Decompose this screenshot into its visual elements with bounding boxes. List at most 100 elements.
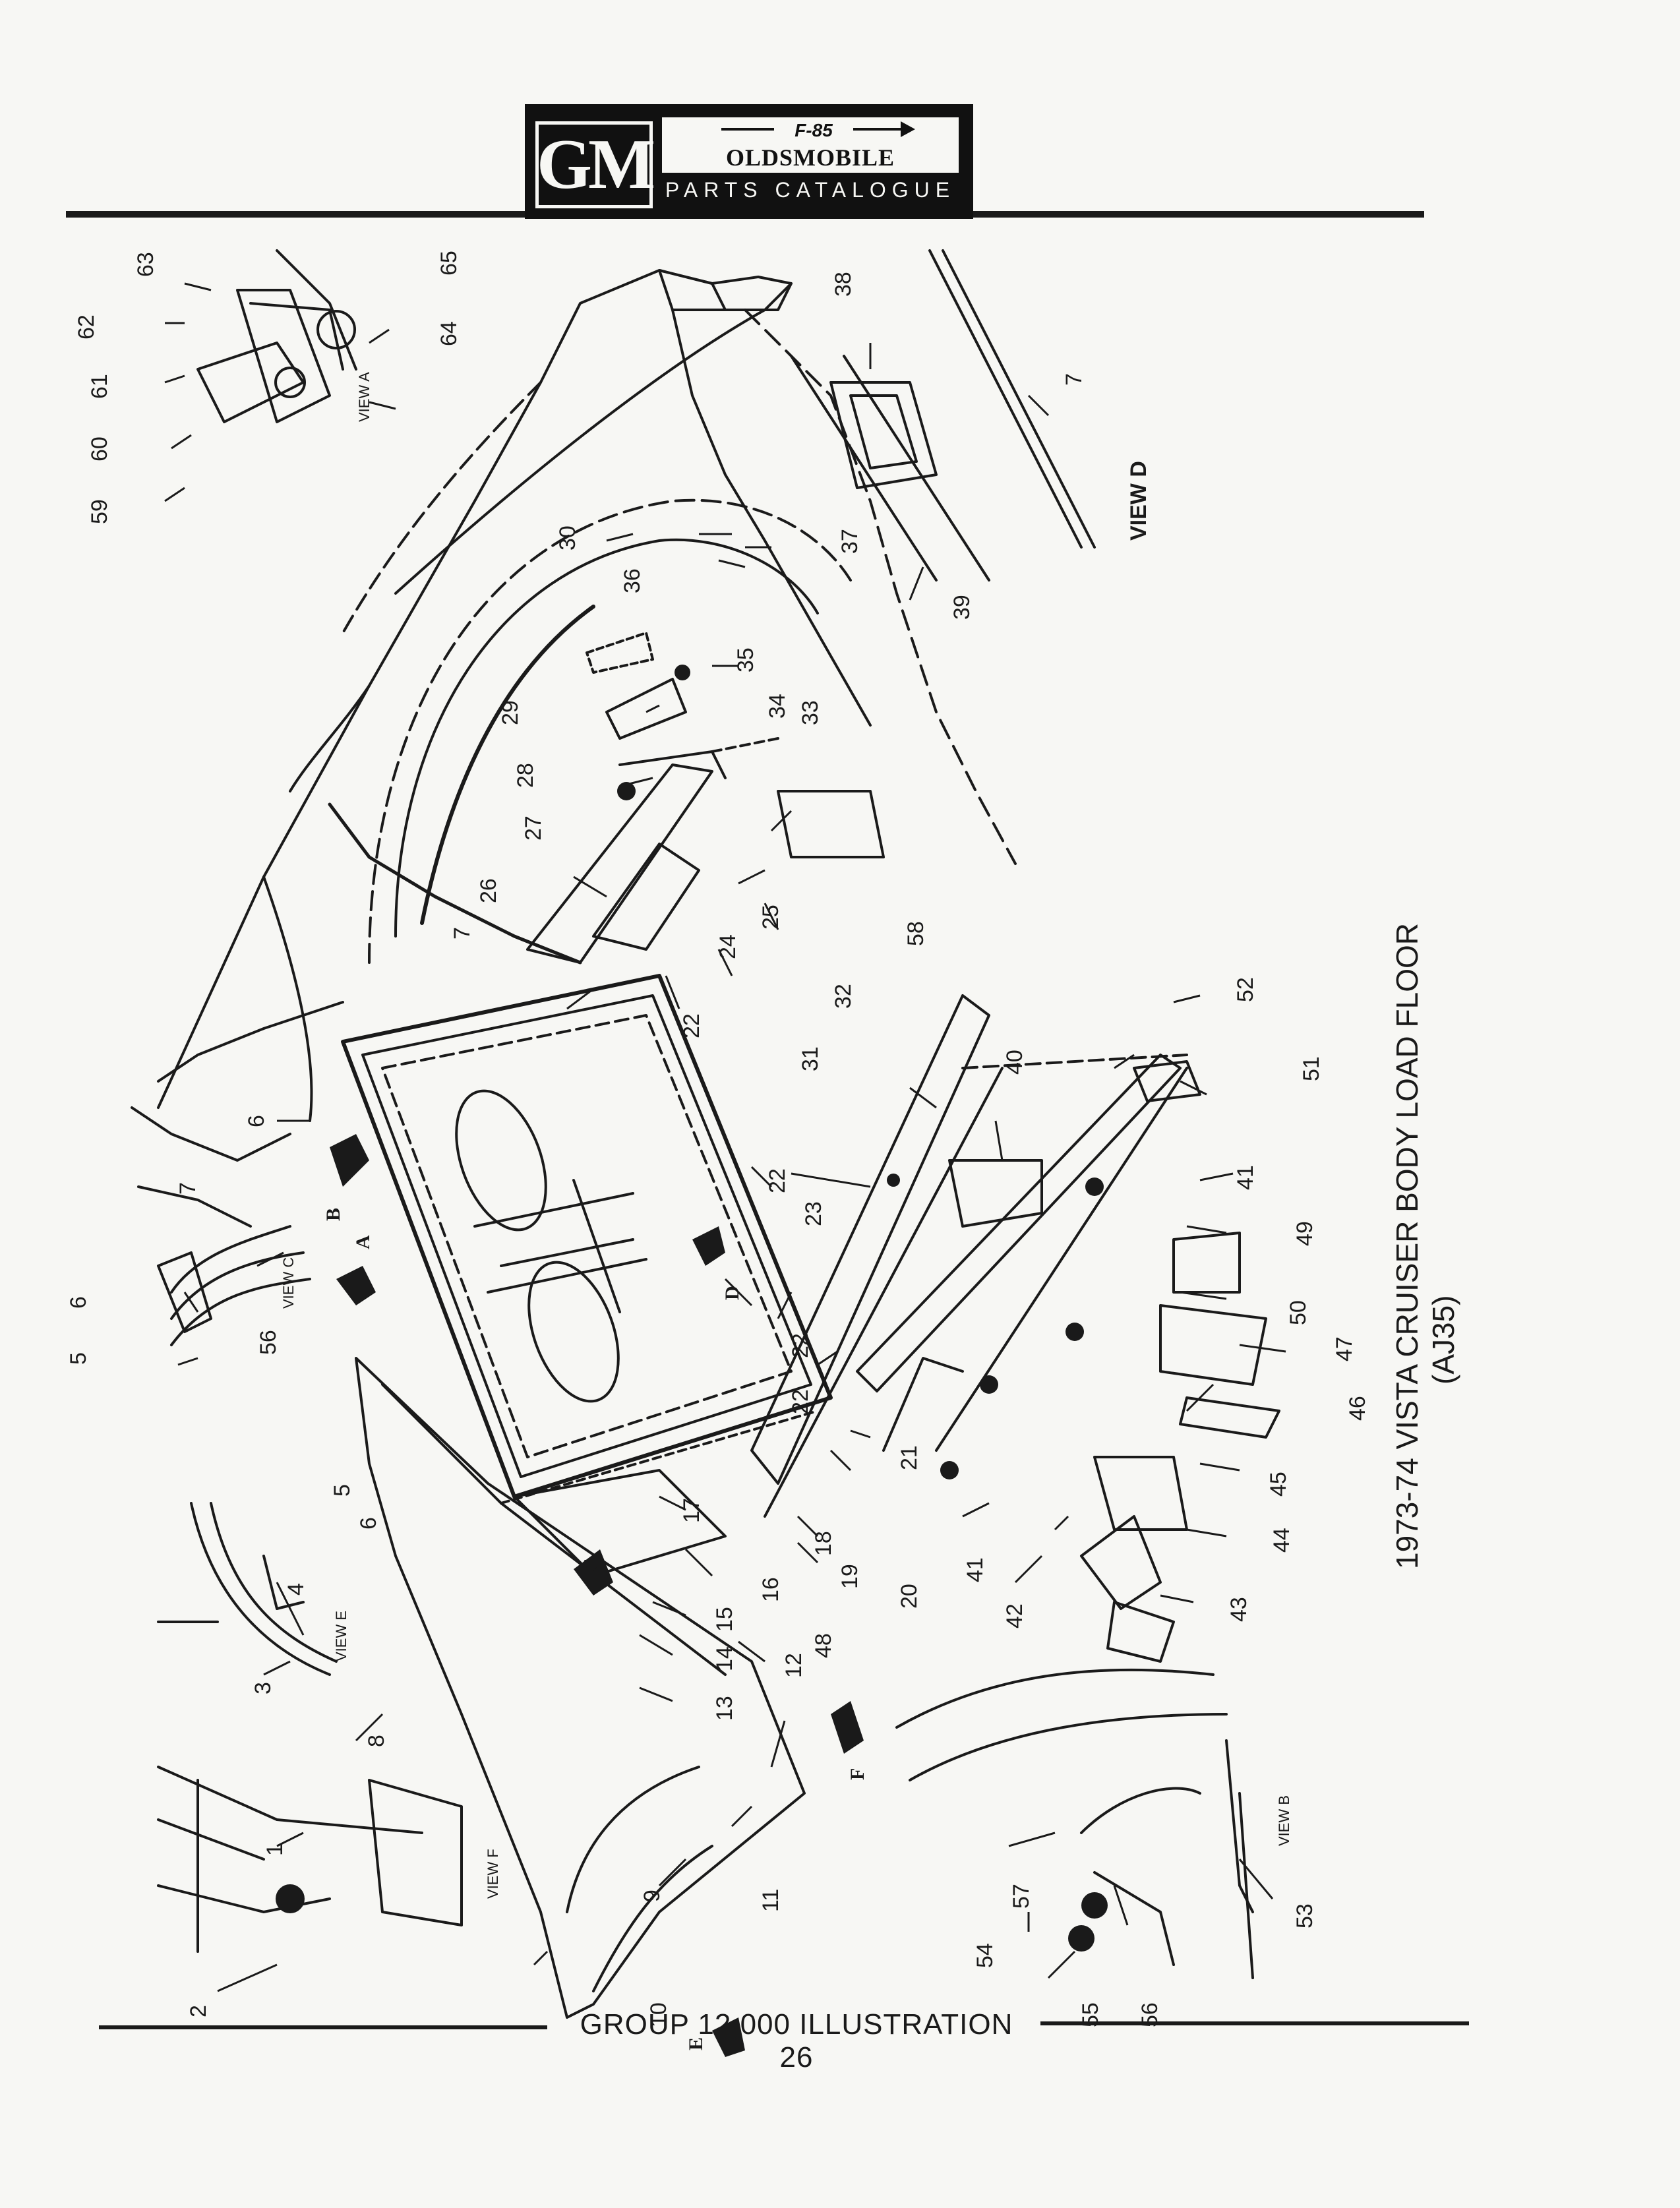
callout-25: 25 [758, 905, 783, 930]
callout-60: 60 [87, 436, 112, 462]
callout-43: 43 [1226, 1597, 1251, 1622]
program-label: F-85 [774, 120, 853, 140]
callout-6b: 6 [356, 1517, 381, 1530]
callout-13: 13 [712, 1696, 737, 1721]
callout-40: 40 [1002, 1050, 1027, 1075]
catalogue-header: GM F-85 OLDSMOBILE PARTS CATALOGUE [525, 104, 973, 219]
callout-12: 12 [781, 1653, 806, 1678]
view-flag-glyphs [330, 1134, 864, 2057]
brand-label: OLDSMOBILE [725, 144, 895, 171]
view-flag-d-glyph [692, 1226, 725, 1266]
side-cable [328, 802, 582, 965]
callout-22b: 22 [765, 1168, 790, 1193]
side-compartment [355, 1357, 806, 2019]
callout-24: 24 [715, 934, 740, 959]
callout-31: 31 [798, 1046, 823, 1071]
leader-lines [164, 282, 1286, 1992]
callout-59: 59 [87, 499, 112, 524]
header-brand: F-85 OLDSMOBILE PARTS CATALOGUE [662, 117, 959, 206]
callout-28: 28 [513, 763, 538, 788]
view-flag-a: A [352, 1235, 374, 1249]
callout-57: 57 [1009, 1884, 1034, 1909]
view-f-label: VIEW F [485, 1849, 501, 1899]
callout-36: 36 [620, 568, 645, 593]
callout-1: 1 [262, 1843, 287, 1856]
view-f-detail [157, 1766, 463, 1953]
callout-47: 47 [1332, 1336, 1357, 1361]
load-floor-door [341, 974, 833, 1499]
view-flag-c: C [580, 1558, 601, 1572]
callout-42: 42 [1002, 1603, 1027, 1628]
view-flag-b: B [322, 1208, 344, 1221]
hinge-bracket-group [1080, 1060, 1280, 1663]
callout-58: 58 [903, 921, 928, 946]
gm-logo: GM [535, 121, 655, 208]
view-b-detail [895, 1668, 1254, 1979]
quarter-panel-outline [157, 269, 1017, 1122]
illustration-title: 1973-74 VISTA CRUISER BODY LOAD FLOOR (A… [1390, 923, 1460, 1569]
callout-64: 64 [436, 321, 462, 346]
lower-body-left [131, 1001, 344, 1228]
callout-numbers: 1 2 3 4 5 5 6 6 6 7 7 7 8 9 10 11 12 13 … [66, 251, 1370, 2027]
callout-2: 2 [186, 2005, 211, 2017]
view-flag-b-glyph [330, 1134, 369, 1187]
callout-65: 65 [436, 251, 462, 276]
callout-11: 11 [758, 1889, 783, 1912]
callout-15: 15 [712, 1607, 737, 1632]
catalogue-label: PARTS CATALOGUE [665, 178, 956, 202]
callout-4: 4 [284, 1583, 309, 1596]
pull-handle [605, 678, 687, 740]
view-flag-c-glyph [574, 1549, 613, 1596]
footer-rule-left [99, 2025, 547, 2029]
view-flag-e-glyph [712, 2017, 745, 2057]
callout-39: 39 [949, 595, 975, 620]
callout-17: 17 [679, 1498, 704, 1523]
view-e-label: VIEW E [333, 1611, 349, 1661]
callout-33: 33 [798, 700, 823, 725]
callout-18: 18 [811, 1531, 836, 1556]
callout-41a: 41 [1233, 1165, 1258, 1190]
illustration-title-line1: 1973-74 VISTA CRUISER BODY LOAD FLOOR [1390, 923, 1424, 1569]
callout-52: 52 [1233, 977, 1258, 1002]
view-d-label: VIEW D [1126, 461, 1151, 541]
view-flag-a-glyph [336, 1266, 376, 1305]
callout-22d: 22 [788, 1389, 813, 1414]
callout-50: 50 [1286, 1300, 1311, 1325]
callout-19: 19 [837, 1564, 862, 1589]
callout-61: 61 [87, 374, 112, 399]
rail-support-bracket [948, 1159, 1043, 1228]
view-flag-letters: B A C D F E [322, 1208, 868, 2050]
callout-22c: 22 [788, 1333, 813, 1358]
view-c-detail [157, 1225, 311, 1346]
callout-54: 54 [973, 1943, 998, 1968]
callout-22a: 22 [679, 1013, 704, 1038]
callout-56a: 56 [256, 1330, 281, 1355]
view-flag-d: D [721, 1286, 743, 1300]
footer-caption: GROUP 12.000 ILLUSTRATION 26 [580, 2008, 1013, 2074]
callout-7b: 7 [450, 927, 475, 940]
view-labels: VIEW A VIEW B VIEW C VIEW D VIEW E VIEW … [280, 372, 1292, 1899]
callout-38: 38 [831, 272, 856, 297]
illustration-title-line2: (AJ35) [1426, 1296, 1460, 1385]
callout-37: 37 [837, 529, 862, 554]
callout-26: 26 [476, 878, 501, 903]
callout-41b: 41 [963, 1557, 988, 1582]
wheelhouse-arch [368, 498, 852, 964]
fastener-glyphs [617, 665, 1108, 1952]
callout-16: 16 [758, 1577, 783, 1602]
callout-5a: 5 [66, 1352, 91, 1365]
callout-45: 45 [1266, 1472, 1291, 1497]
view-flag-f: F [847, 1768, 868, 1780]
callout-44: 44 [1269, 1528, 1294, 1553]
callout-10: 10 [646, 2002, 671, 2027]
callout-35: 35 [733, 647, 758, 672]
callout-51: 51 [1299, 1056, 1324, 1081]
view-flag-e: E [685, 2037, 707, 2050]
callout-29: 29 [498, 700, 523, 725]
view-e-detail [157, 1502, 338, 1676]
callout-34: 34 [765, 694, 790, 719]
callout-27: 27 [521, 816, 546, 841]
latch-bracket [777, 790, 885, 858]
